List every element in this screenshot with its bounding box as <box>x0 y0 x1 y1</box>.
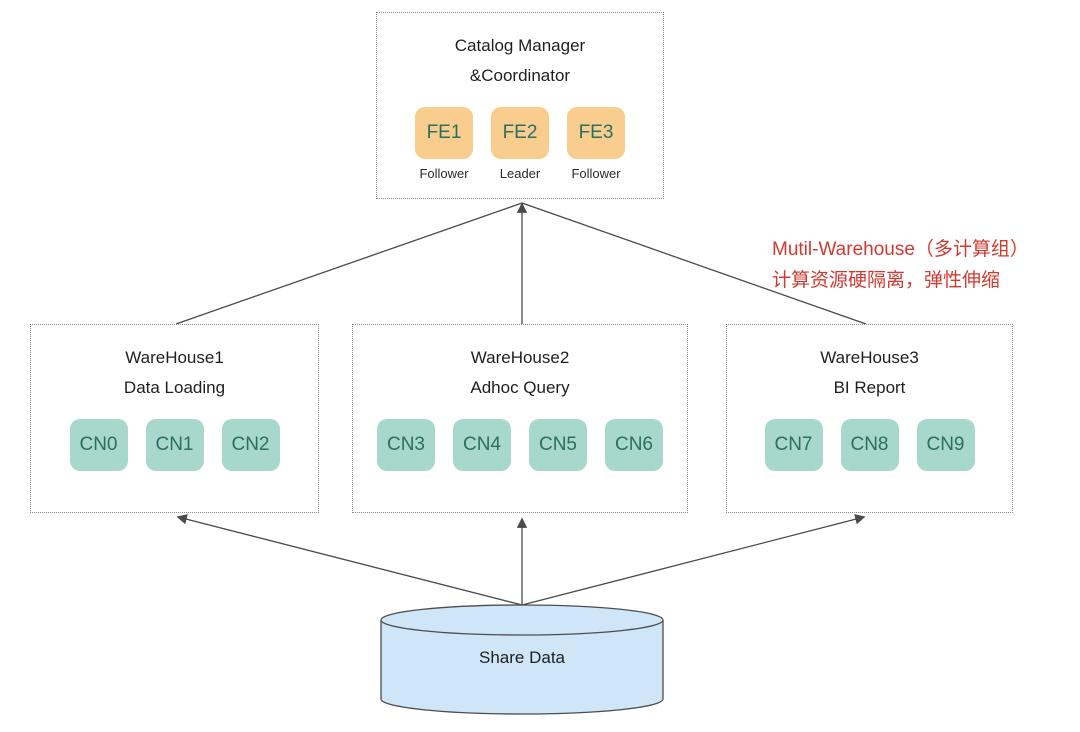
cn-node-cn2: CN2 <box>221 419 280 471</box>
cn-node-cn8: CN8 <box>840 419 899 471</box>
warehouse2-box: WareHouse2 Adhoc Query CN3 CN4 CN5 CN6 <box>352 324 688 513</box>
catalog-box: Catalog Manager &Coordinator FE1 FE2 FE3… <box>376 12 664 199</box>
fe-node-fe2: FE2 <box>491 107 549 159</box>
fe2-role-label: Leader <box>499 166 541 181</box>
catalog-title-line1: Catalog Manager <box>454 36 586 55</box>
warehouse1-node-row: CN0 CN1 CN2 <box>31 419 318 471</box>
cn-node-cn4: CN4 <box>453 419 511 471</box>
fe-node-fe3: FE3 <box>567 107 625 159</box>
warehouse3-box: WareHouse3 BI Report CN7 CN8 CN9 <box>726 324 1013 513</box>
catalog-title: Catalog Manager &Coordinator <box>377 31 663 91</box>
arrow-sharedata-to-warehouse3 <box>521 514 866 606</box>
cn-node-cn7: CN7 <box>764 419 823 471</box>
annotation-line1: Mutil-Warehouse（多计算组） <box>772 239 1029 260</box>
warehouse3-title: WareHouse3 BI Report <box>727 343 1012 403</box>
fe-node-fe1: FE1 <box>415 107 473 159</box>
warehouse2-workload: Adhoc Query <box>470 378 570 397</box>
cn-node-cn5: CN5 <box>529 419 587 471</box>
arrow-sharedata-to-warehouse1 <box>176 514 523 606</box>
fe-role-row: Follower Leader Follower <box>377 166 663 181</box>
warehouse2-name: WareHouse2 <box>470 348 570 367</box>
warehouse1-name: WareHouse1 <box>125 348 224 367</box>
warehouse1-workload: Data Loading <box>123 378 226 397</box>
fe3-role-label: Follower <box>571 166 621 181</box>
cn-node-cn3: CN3 <box>377 419 435 471</box>
warehouse2-title: WareHouse2 Adhoc Query <box>353 343 687 403</box>
fe-node-row: FE1 FE2 FE3 <box>377 107 663 159</box>
warehouse1-box: WareHouse1 Data Loading CN0 CN1 CN2 <box>30 324 319 513</box>
warehouse2-node-row: CN3 CN4 CN5 CN6 <box>353 419 687 471</box>
warehouse3-workload: BI Report <box>833 378 906 397</box>
annotation-line2: 计算资源硬隔离，弹性伸缩 <box>772 270 1001 291</box>
cn-node-cn9: CN9 <box>916 419 975 471</box>
cn-node-cn0: CN0 <box>69 419 128 471</box>
catalog-title-line2: &Coordinator <box>469 66 571 85</box>
multi-warehouse-annotation: Mutil-Warehouse（多计算组） 计算资源硬隔离，弹性伸缩 <box>772 234 1029 296</box>
cn-node-cn1: CN1 <box>145 419 204 471</box>
line-warehouse1-to-catalog <box>175 202 523 325</box>
warehouse3-name: WareHouse3 <box>820 348 919 367</box>
cn-node-cn6: CN6 <box>605 419 663 471</box>
share-data-label: Share Data <box>479 648 565 667</box>
fe1-role-label: Follower <box>419 166 469 181</box>
warehouse3-node-row: CN7 CN8 CN9 <box>727 419 1012 471</box>
line-warehouse3-to-catalog <box>521 202 867 325</box>
share-data-cylinder <box>380 604 664 715</box>
warehouse1-title: WareHouse1 Data Loading <box>31 343 318 403</box>
